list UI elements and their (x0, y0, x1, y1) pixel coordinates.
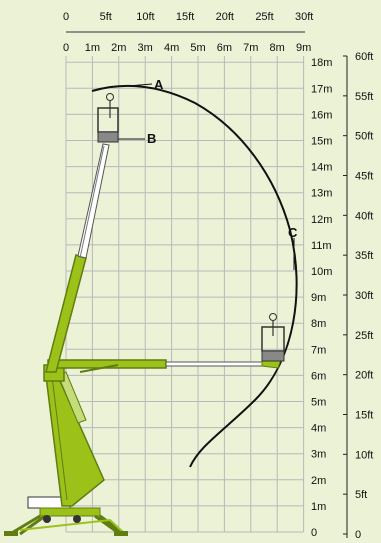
meters-top-tick: 8m (270, 42, 285, 54)
marker-c: C (288, 225, 298, 240)
feet-height-tick: 10ft (355, 449, 373, 461)
feet-top-tick: 30ft (295, 11, 313, 23)
horizontal-boom (47, 355, 283, 373)
working-envelope-curve (91, 84, 298, 468)
feet-height-tick: 40ft (355, 210, 373, 222)
meters-height-tick: 8m (311, 318, 326, 330)
meters-height-tick: 16m (311, 109, 332, 121)
feet-top-tick: 25ft (255, 11, 273, 23)
meters-scale-height: 18m 17m 16m 15m 14m 13m 12m 11m 10m 9m 8m 7m 6m 5m 4m 3… (311, 57, 332, 539)
meters-height-tick: 11m (311, 240, 332, 252)
meters-top-tick: 4m (164, 42, 179, 54)
feet-height-tick: 55ft (355, 91, 373, 103)
feet-top-tick: 15ft (176, 11, 194, 23)
feet-height-tick: 35ft (355, 250, 373, 262)
meters-top-tick: 5m (190, 42, 205, 54)
meters-top-tick: 9m (296, 42, 311, 54)
feet-height-tick: 20ft (355, 370, 373, 382)
basket-upper (97, 93, 119, 143)
meters-height-tick: 5m (311, 397, 326, 409)
meters-top-tick: 1m (85, 42, 100, 54)
meters-height-tick: 15m (311, 136, 332, 148)
meters-scale-top: 0 1m 2m 3m 4m 5m 6m 7m 8m 9m (63, 42, 311, 54)
feet-scale-top: 0 5ft 10ft 15ft 20ft 25ft 30ft (63, 11, 313, 33)
meters-height-tick: 10m (311, 266, 332, 278)
feet-top-tick: 5ft (100, 11, 112, 23)
meters-height-tick: 3m (311, 449, 326, 461)
meters-height-tick: 13m (311, 188, 332, 200)
meters-top-tick: 0 (63, 42, 69, 54)
meters-height-tick: 4m (311, 423, 326, 435)
marker-b: B (147, 131, 156, 146)
feet-height-tick: 25ft (355, 330, 373, 342)
feet-height-tick: 60ft (355, 51, 373, 63)
meters-height-tick: 18m (311, 57, 332, 69)
feet-height-tick: 50ft (355, 131, 373, 143)
grid (65, 56, 305, 533)
meters-top-tick: 3m (138, 42, 153, 54)
base-outriggers (4, 496, 128, 536)
feet-scale-height: 60ft 55ft 50ft 45ft 40ft 35ft 30ft 25ft 20ft 15ft… (343, 51, 373, 541)
meters-height-tick: 2m (311, 475, 326, 487)
meters-height-tick: 9m (311, 292, 326, 304)
feet-height-tick: 30ft (355, 290, 373, 302)
meters-height-tick: 17m (311, 83, 332, 95)
feet-top-tick: 0 (63, 11, 69, 23)
feet-height-tick: 45ft (355, 171, 373, 183)
feet-height-tick: 0 (355, 529, 361, 538)
meters-top-tick: 6m (217, 42, 232, 54)
meters-top-tick: 2m (111, 42, 126, 54)
lower-boom (43, 364, 105, 507)
meters-height-tick: 7m (311, 344, 326, 356)
meters-height-tick: 12m (311, 214, 332, 226)
feet-top-tick: 20ft (216, 11, 234, 23)
marker-a-leader (127, 83, 153, 87)
feet-height-tick: 15ft (355, 410, 373, 422)
marker-a: A (154, 77, 164, 92)
meters-height-tick: 0 (311, 527, 317, 538)
meters-top-tick: 7m (243, 42, 258, 54)
meters-height-tick: 6m (311, 370, 326, 382)
meters-height-tick: 14m (311, 162, 332, 174)
meters-height-tick: 1m (311, 501, 326, 513)
basket-lower (261, 313, 285, 362)
vertical-boom (45, 143, 110, 373)
feet-height-tick: 5ft (355, 489, 367, 501)
feet-top-tick: 10ft (136, 11, 154, 23)
